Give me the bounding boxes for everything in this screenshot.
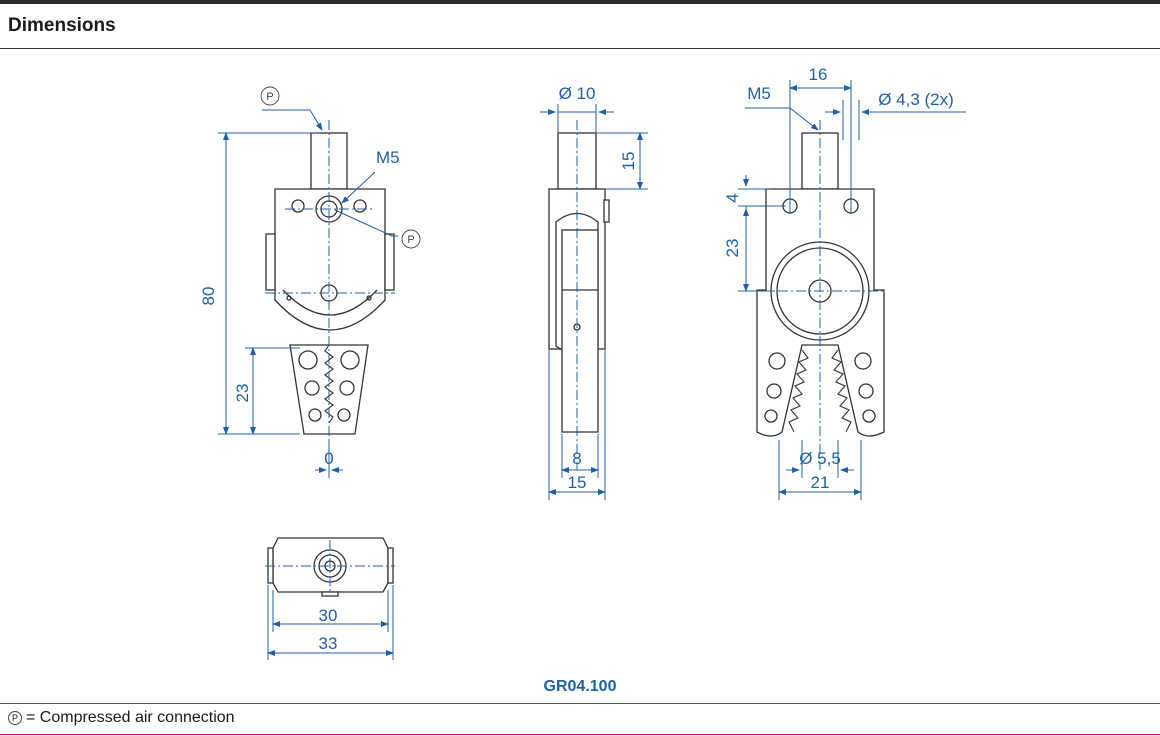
- top-rule: [0, 0, 1160, 4]
- bottom-inner-dim: 30: [319, 606, 338, 625]
- bottom-outer-dim: 33: [319, 634, 338, 653]
- port-top-marker: [260, 86, 280, 106]
- legend-bottom-rule: [0, 734, 1160, 735]
- front-centerlines: [265, 120, 395, 470]
- back-top-offset-dim: 4: [723, 193, 742, 202]
- back-hole-spacing-dim: 16: [809, 65, 828, 84]
- back-center-offset-dim: 23: [723, 239, 742, 258]
- side-view: [548, 132, 610, 433]
- legend-top-rule: [0, 703, 1160, 704]
- side-dimensions: [540, 104, 648, 500]
- bottom-centerlines: [265, 540, 395, 592]
- front-view: [265, 132, 395, 435]
- side-width-inner-dim: 8: [572, 449, 581, 468]
- port-top-label: P: [266, 91, 273, 103]
- legend: P = Compressed air connection: [8, 709, 235, 727]
- back-jaw-open-dim: Ø 5,5: [799, 449, 841, 468]
- back-dimensions: [738, 80, 966, 500]
- header-divider: [0, 48, 1160, 49]
- back-holes-label: Ø 4,3 (2x): [878, 90, 954, 109]
- model-number: GR04.100: [543, 678, 617, 695]
- side-width-outer-dim: 15: [568, 473, 587, 492]
- legend-text: = Compressed air connection: [26, 709, 235, 726]
- port-side-label: P: [407, 234, 414, 246]
- front-dimensions: [218, 109, 398, 478]
- port-side-marker: [401, 229, 421, 249]
- back-centerlines: [760, 120, 885, 470]
- back-thread-label: M5: [747, 84, 771, 103]
- page-title: Dimensions: [8, 15, 116, 36]
- front-zero-dim: 0: [324, 449, 333, 468]
- pressure-port-icon: P: [8, 711, 22, 725]
- side-shaft-len-dim: 15: [619, 152, 638, 171]
- back-view: [756, 132, 885, 437]
- back-jaw-width-dim: 21: [811, 473, 830, 492]
- front-thread-label: M5: [376, 148, 400, 167]
- technical-drawing: P P M5 80 23 0 Ø 10 15 8 15: [199, 65, 966, 660]
- front-height-dim: 80: [199, 287, 218, 306]
- side-shaft-dia-dim: Ø 10: [559, 84, 596, 103]
- bottom-dimensions: [267, 585, 394, 660]
- front-jaw-dim: 23: [233, 384, 252, 403]
